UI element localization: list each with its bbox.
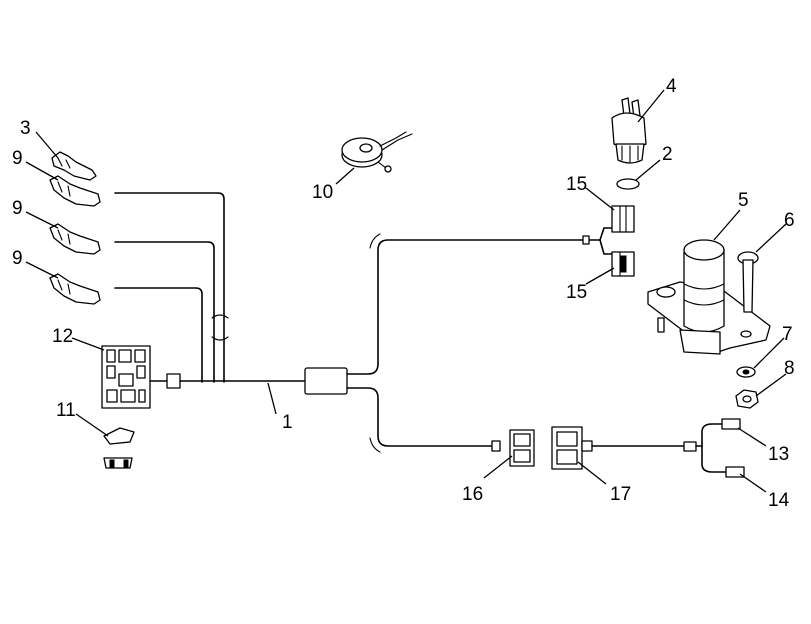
callout-11: 11 [56, 400, 76, 421]
callout-5: 5 [738, 190, 749, 211]
callout-15-lower: 15 [566, 282, 587, 303]
terminal-3 [51, 151, 97, 181]
washer-7 [736, 366, 756, 378]
callout-7: 7 [782, 324, 793, 345]
terminals-13-14 [683, 418, 745, 478]
callouts: 3 9 9 9 12 11 10 1 4 2 15 15 5 6 7 8 13 … [12, 76, 795, 511]
callout-6: 6 [784, 210, 795, 231]
seal-11 [103, 427, 135, 469]
callout-3: 3 [20, 118, 31, 139]
connector-block-12 [101, 345, 151, 409]
harness-wires [114, 192, 587, 453]
callout-14: 14 [768, 490, 790, 511]
connector-15-lower [611, 251, 635, 277]
callout-9-bottom: 9 [12, 248, 23, 269]
pressure-switch-4 [611, 97, 647, 164]
o-ring-2 [616, 178, 640, 190]
callout-17: 17 [610, 484, 631, 505]
terminal-9-top [49, 175, 101, 207]
nut-8 [735, 389, 759, 409]
callout-15-upper: 15 [566, 174, 587, 195]
buzzer-10 [341, 131, 413, 173]
connector-17 [551, 426, 687, 470]
connector-15-upper [582, 205, 635, 255]
solenoid-5 [647, 239, 771, 355]
callout-9-top: 9 [12, 148, 23, 169]
callout-12: 12 [52, 326, 73, 347]
bolt-6 [737, 251, 759, 313]
callout-13: 13 [768, 444, 789, 465]
leader-lines [25, 89, 787, 493]
terminal-9-middle [49, 223, 101, 255]
connector-16 [491, 429, 535, 467]
terminal-9-bottom [49, 273, 101, 305]
callout-1: 1 [282, 412, 293, 433]
callout-2: 2 [662, 144, 673, 165]
callout-4: 4 [666, 76, 677, 97]
callout-8: 8 [784, 358, 795, 379]
callout-9-middle: 9 [12, 198, 23, 219]
callout-16: 16 [462, 484, 483, 505]
callout-10: 10 [312, 182, 333, 203]
